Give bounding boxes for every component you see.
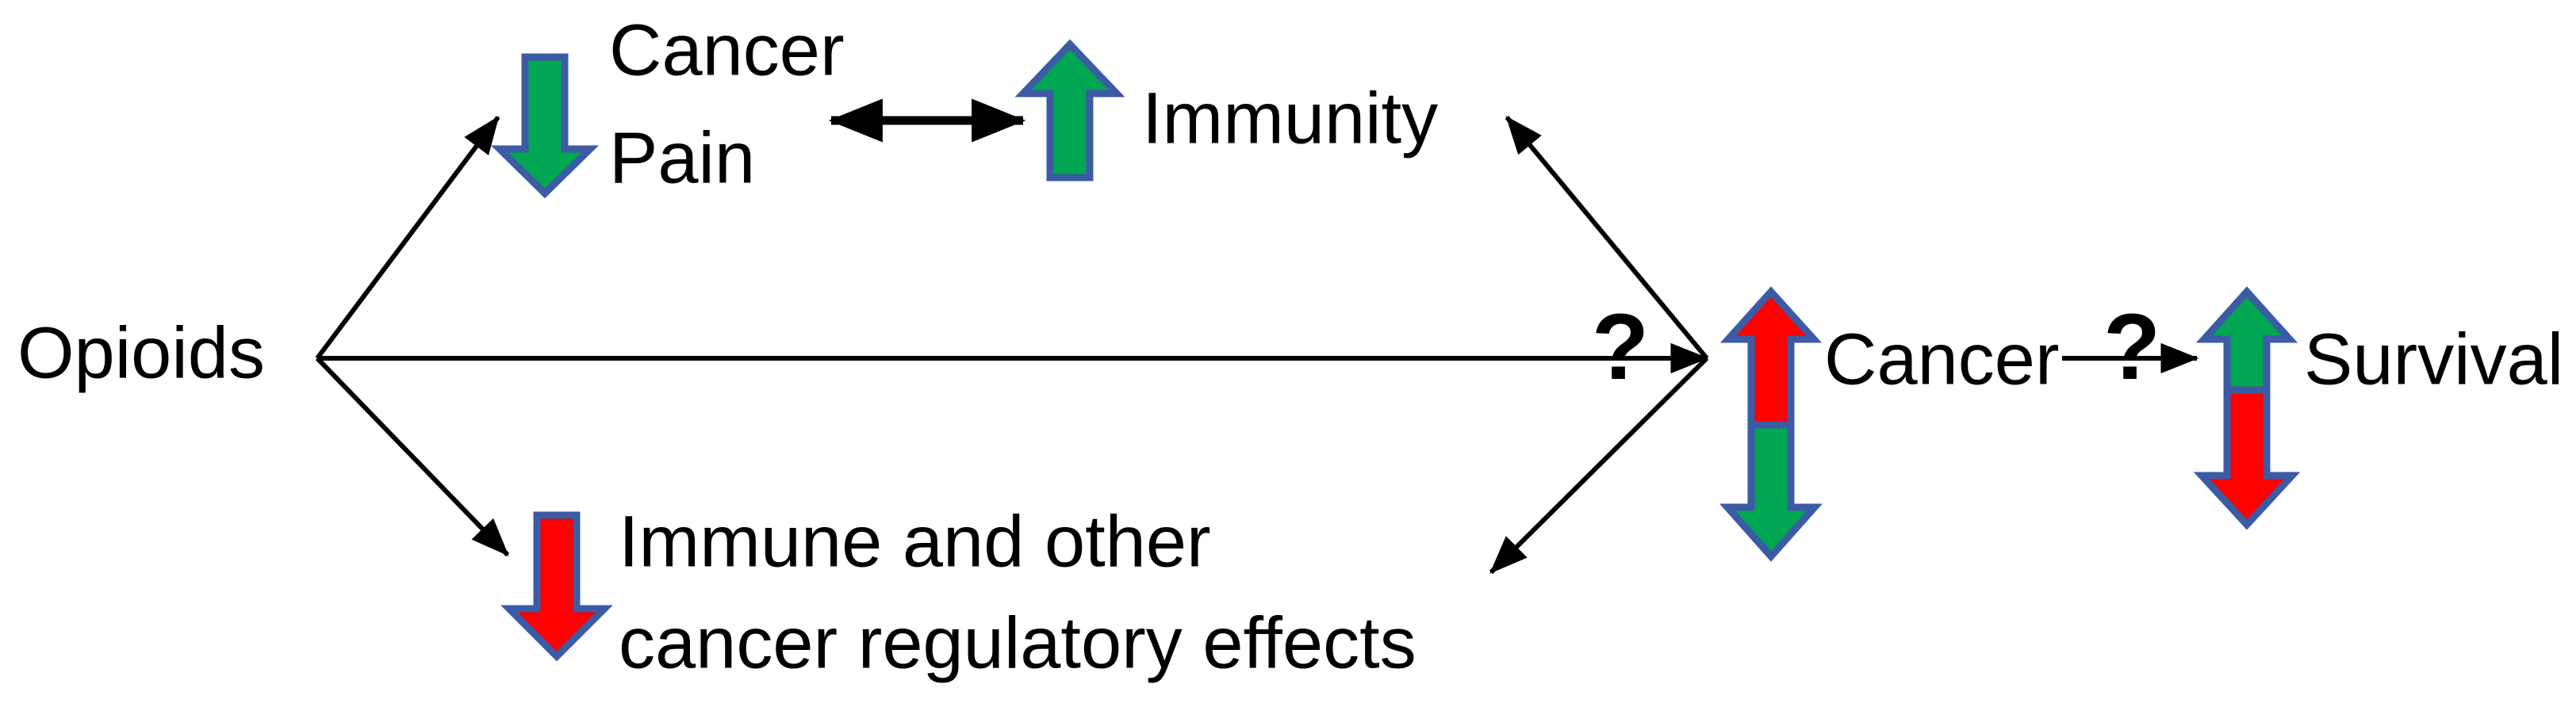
edge-immunity-to-cancer bbox=[1505, 116, 1709, 360]
node-label-opioids: Opioids bbox=[17, 312, 265, 393]
up-down-arrow-green-red-icon bbox=[2193, 286, 2301, 530]
node-label-survival: Survival bbox=[2304, 319, 2563, 399]
up-down-arrow-red-green-icon bbox=[1719, 286, 1823, 562]
node-label-immune-effects-line2: cancer regulatory effects bbox=[619, 602, 1416, 683]
question-mark-center: ? bbox=[1592, 295, 1649, 399]
down-arrow-green-icon bbox=[490, 53, 600, 199]
node-label-cancer-pain-line1: Cancer bbox=[609, 10, 845, 90]
node-label-immunity: Immunity bbox=[1142, 78, 1438, 159]
node-label-cancer-pain-line2: Pain bbox=[609, 117, 755, 198]
edge-immune-effects-to-cancer bbox=[1489, 356, 1709, 575]
up-arrow-green-icon bbox=[1014, 39, 1125, 182]
question-mark-right: ? bbox=[2103, 295, 2160, 399]
down-arrow-red-icon bbox=[500, 511, 613, 662]
node-label-cancer: Cancer bbox=[1824, 319, 2060, 399]
edge-opioids-to-immune-effects bbox=[315, 356, 510, 557]
node-label-immune-effects-line1: Immune and other bbox=[619, 501, 1211, 582]
edge-opioids-to-cancer-pain bbox=[315, 116, 500, 360]
